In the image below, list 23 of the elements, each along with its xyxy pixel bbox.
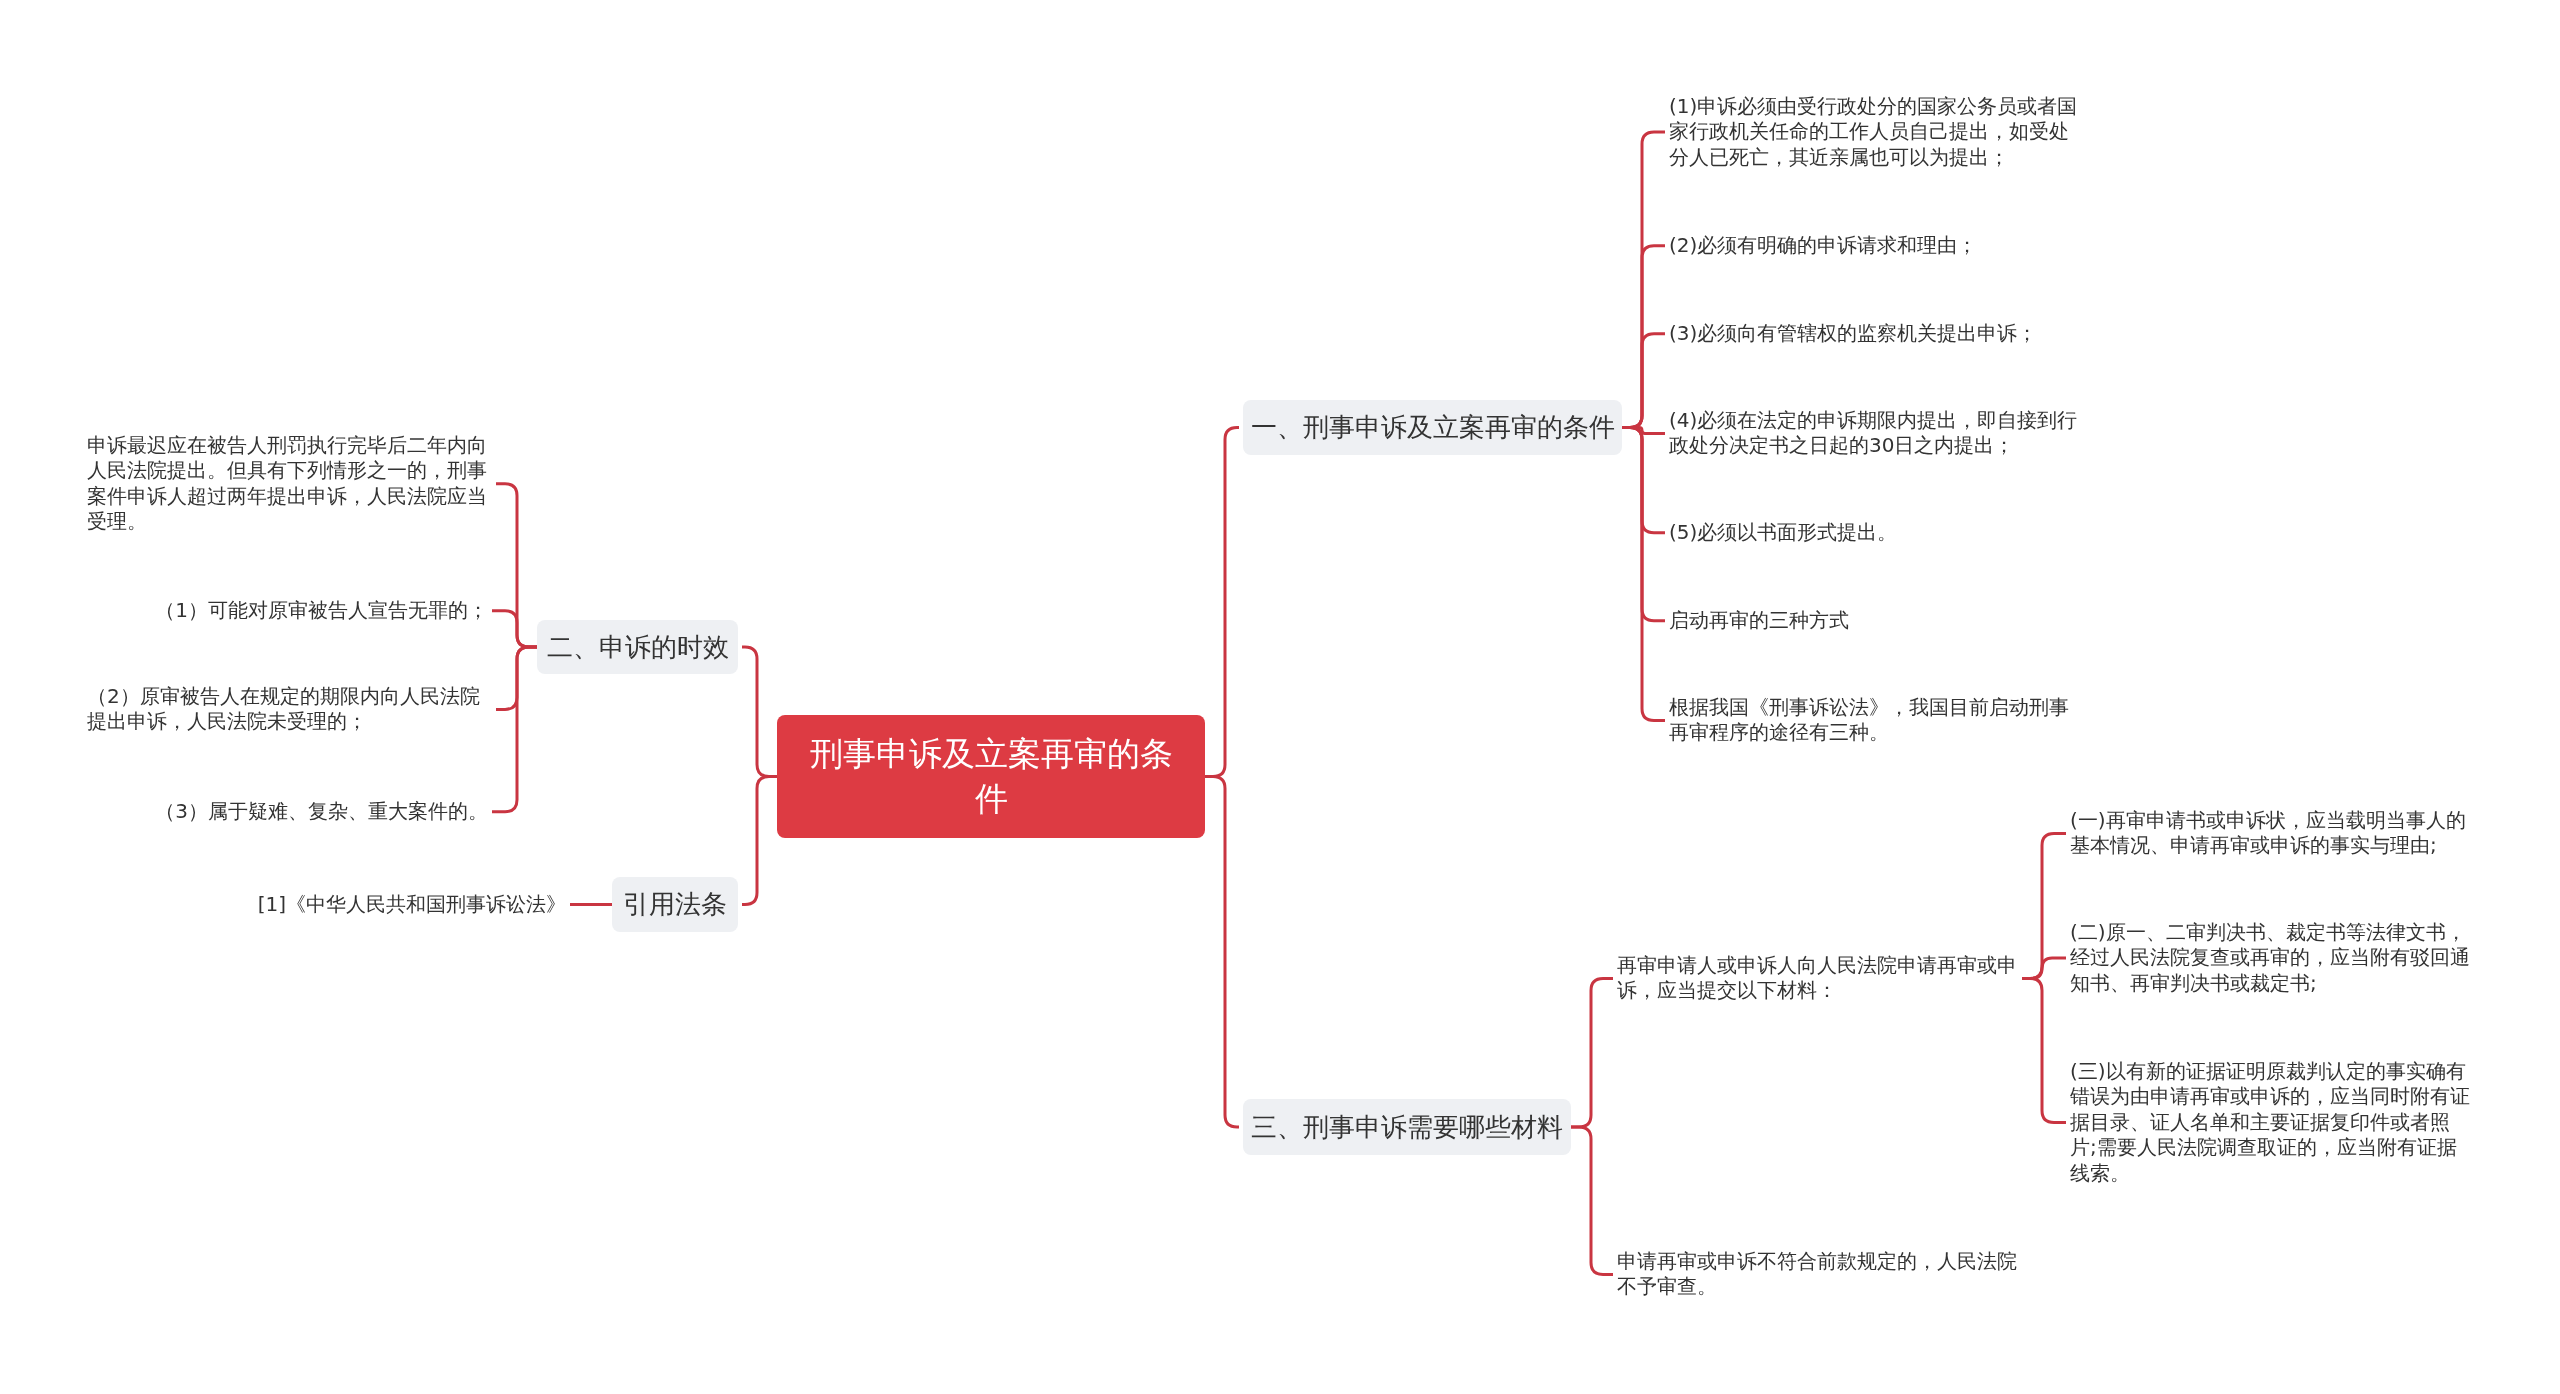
topic-box: 二、申诉的时效 bbox=[537, 620, 738, 674]
subtopic-text: 根据我国《刑事诉讼法》，我国目前启动刑事再审程序的途径有三种。 bbox=[1669, 695, 2079, 746]
subtopic-text: （1）可能对原审被告人宣告无罪的； bbox=[155, 598, 488, 624]
subtopic-text: (三)以有新的证据证明原裁判认定的事实确有错误为由申请再审或申诉的，应当同时附有证据目录、证人名单和主要证据复印件或者照片;需要人民法院调查取证的，应当附有证据线索。 bbox=[2070, 1059, 2475, 1186]
subtopic-text: [1]《中华人民共和国刑事诉讼法》 bbox=[257, 892, 566, 918]
subtopic-text: （3）属于疑难、复杂、重大案件的。 bbox=[155, 799, 488, 825]
subtopic-text: (3)必须向有管辖权的监察机关提出申诉； bbox=[1669, 321, 2038, 347]
subtopic-text: (一)再审申请书或申诉状，应当载明当事人的基本情况、申请再审或申诉的事实与理由; bbox=[2070, 808, 2475, 859]
subtopic-text: (5)必须以书面形式提出。 bbox=[1669, 520, 1898, 546]
subtopic-text: 申诉最迟应在被告人刑罚执行完毕后二年内向人民法院提出。但具有下列情形之一的，刑事案件申诉人超过两年提出申诉，人民法院应当受理。 bbox=[87, 433, 492, 535]
subtopic-text: (2)必须有明确的申诉请求和理由； bbox=[1669, 233, 1978, 259]
subtopic-text: （2）原审被告人在规定的期限内向人民法院提出申诉，人民法院未受理的； bbox=[87, 684, 492, 735]
subtopic-text: (二)原一、二审判决书、裁定书等法律文书，经过人民法院复查或再审的，应当附有驳回通知书、再审判决书或裁定书; bbox=[2070, 920, 2475, 997]
subtopic-text: 启动再审的三种方式 bbox=[1669, 608, 1849, 634]
subtopic-text: (1)申诉必须由受行政处分的国家公务员或者国家行政机关任命的工作人员自己提出，如受处分人已死亡，其近亲属也可以为提出； bbox=[1669, 94, 2079, 171]
subtopic-text: 再审申请人或申诉人向人民法院申请再审或申诉，应当提交以下材料： bbox=[1617, 953, 2022, 1004]
central-topic-box: 刑事申诉及立案再审的条件 bbox=[777, 715, 1205, 838]
subtopic-text: (4)必须在法定的申诉期限内提出，即自接到行政处分决定书之日起的30日之内提出； bbox=[1669, 408, 2079, 459]
subtopic-text: 申请再审或申诉不符合前款规定的，人民法院不予审查。 bbox=[1617, 1249, 2022, 1300]
topic-box: 一、刑事申诉及立案再审的条件 bbox=[1243, 400, 1622, 455]
topic-box: 三、刑事申诉需要哪些材料 bbox=[1243, 1099, 1571, 1155]
topic-box: 引用法条 bbox=[612, 877, 738, 932]
connector-line bbox=[570, 903, 612, 906]
